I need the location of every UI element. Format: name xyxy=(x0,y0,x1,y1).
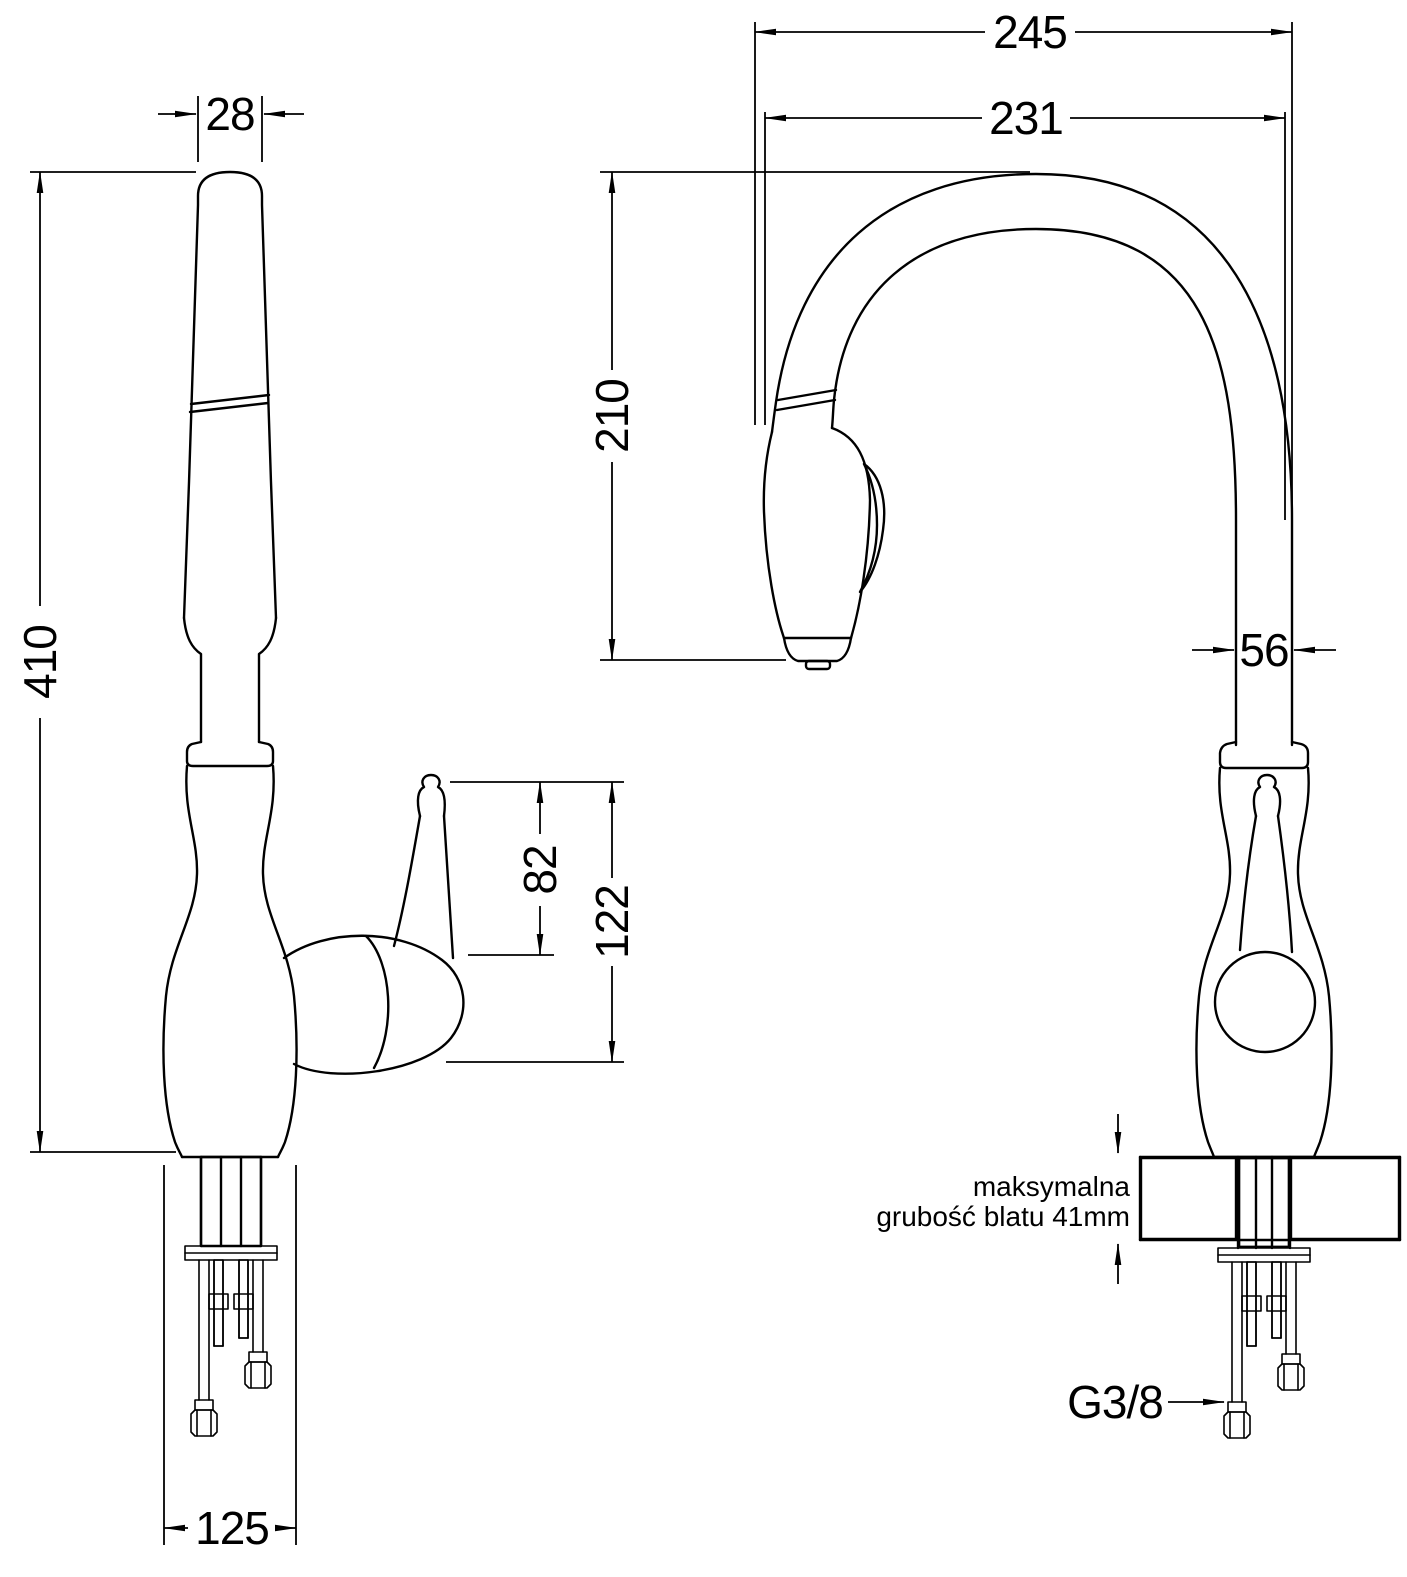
side-view xyxy=(762,172,1402,1439)
side-spray-head xyxy=(762,388,886,671)
dimension-top-width: 28 xyxy=(158,88,304,162)
front-mounting xyxy=(184,1245,278,1437)
countertop xyxy=(1138,1155,1402,1242)
dim-label-lever-height: 82 xyxy=(514,845,566,894)
front-handle xyxy=(282,773,465,1075)
dimension-lever-height: 82 xyxy=(450,781,624,956)
dim-label-neck-width: 56 xyxy=(1239,624,1288,676)
side-body xyxy=(1195,766,1333,1159)
dim-label-handle-height: 122 xyxy=(586,885,638,959)
dim-label-total-reach: 245 xyxy=(993,6,1067,58)
dim-label-top-width: 28 xyxy=(205,88,254,140)
front-view xyxy=(162,170,465,1437)
dimension-neck-width: 56 xyxy=(1192,624,1336,676)
note-countertop-line2: grubość blatu 41mm xyxy=(876,1201,1130,1232)
dim-label-base-width: 125 xyxy=(195,1502,269,1554)
side-shank xyxy=(1236,1155,1292,1250)
dim-label-spout-reach: 231 xyxy=(989,92,1063,144)
dim-label-connection-thread: G3/8 xyxy=(1067,1376,1163,1428)
front-flange xyxy=(185,740,275,768)
front-body xyxy=(162,764,298,1159)
dimension-handle-height: 122 xyxy=(446,781,638,1063)
side-handle xyxy=(1213,773,1317,1054)
dim-label-total-height: 410 xyxy=(14,625,66,699)
dimension-countertop-thickness: maksymalna grubość blatu 41mm xyxy=(876,1114,1130,1284)
note-countertop-line1: maksymalna xyxy=(973,1171,1131,1202)
side-flange xyxy=(1218,740,1310,770)
side-mounting xyxy=(1217,1247,1311,1439)
front-spout xyxy=(182,170,278,744)
dimension-total-height: 410 xyxy=(14,171,196,1153)
dimension-connection-thread: G3/8 xyxy=(1067,1376,1225,1428)
dimension-spout-height: 210 xyxy=(586,171,1030,661)
dimension-base-width: 125 xyxy=(163,1165,297,1554)
dimension-total-reach: 245 xyxy=(754,6,1293,520)
front-shank xyxy=(199,1155,263,1248)
dim-label-spout-height: 210 xyxy=(586,379,638,453)
dimension-spout-reach: 231 xyxy=(764,92,1286,520)
side-spout xyxy=(770,172,1294,747)
